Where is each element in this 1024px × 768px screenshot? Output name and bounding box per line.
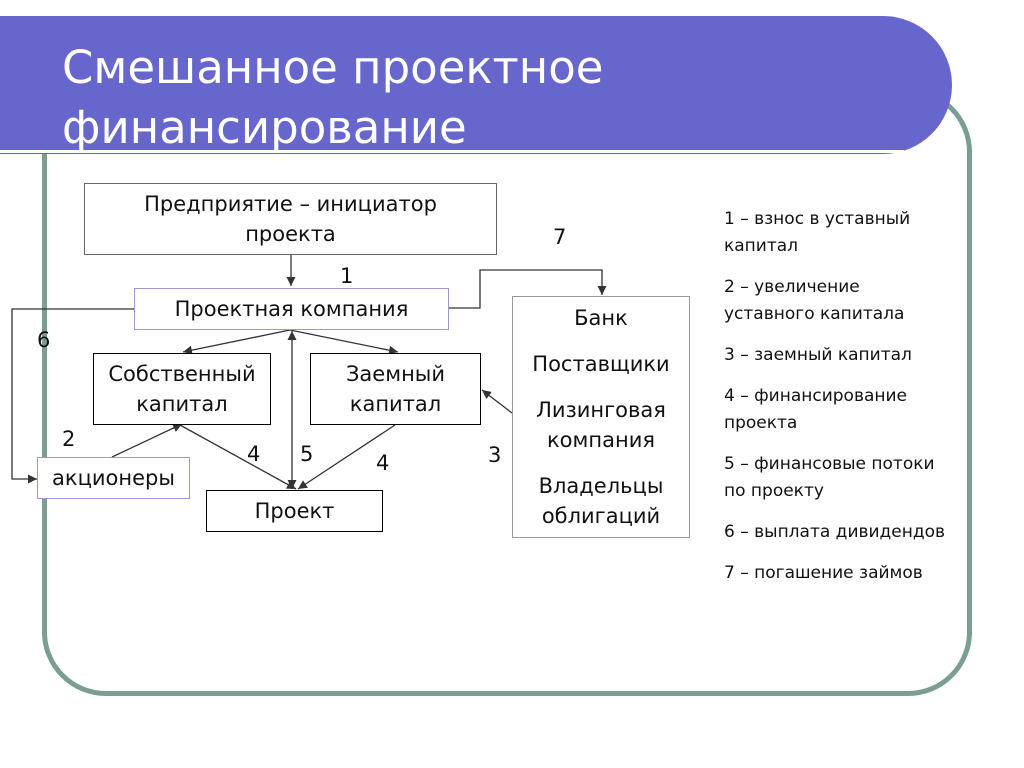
project-box: Проект [206,490,383,532]
arrow-lenders-to-debt [481,389,513,414]
flow-number-7: 7 [553,225,567,249]
legend-item-6: 6 – выплата дивидендов [724,522,946,542]
legend: 1 – взнос в уставный капитал 2 – увеличе… [724,206,1004,601]
lender-bondholders: Владельцы облигаций [538,474,664,528]
legend-item-2: 2 – увеличение уставного капитала [724,277,905,324]
legend-item-5: 5 – финансовые потоки по проекту [724,454,935,501]
flow-number-2: 2 [62,427,76,451]
legend-item-4: 4 – финансирование проекта [724,386,907,433]
arrow-shareholders-to-equity [111,423,183,458]
debt-box: Заемный капитал [310,353,481,425]
shareholders-box: акционеры [37,457,190,499]
title-underline [0,150,904,153]
arrow-debt-to-project [297,424,396,490]
flow-number-1: 1 [340,264,354,288]
arrow-loan-repayment [449,269,607,309]
arrow-company-to-debt [289,329,399,355]
lender-bank: Банк [574,306,628,330]
slide-title: Смешанное проектное финансирование [62,41,604,154]
lender-suppliers: Поставщики [532,352,670,376]
flow-number-4-debt: 4 [376,451,390,475]
legend-item-3: 3 – заемный капитал [724,345,912,365]
flow-number-4-equity: 4 [247,442,261,466]
arrow-equity-to-project [179,424,297,490]
initiator-box: Предприятие – инициатор проекта [84,183,497,255]
flow-number-6: 6 [37,328,51,352]
lenders-box: Банк Поставщики Лизинговая компания Влад… [512,296,690,538]
equity-box: Собственный капитал [93,353,271,425]
project-company-box: Проектная компания [134,288,449,330]
arrow-dividends [11,308,134,484]
title-banner: Смешанное проектное финансирование [0,16,952,154]
arrow-company-to-equity [182,329,291,355]
flow-number-5: 5 [300,442,314,466]
flow-number-3: 3 [488,443,502,467]
legend-item-7: 7 – погашение займов [724,563,923,583]
lender-leasing-company: Лизинговая компания [536,398,666,452]
legend-item-1: 1 – взнос в уставный капитал [724,209,911,256]
